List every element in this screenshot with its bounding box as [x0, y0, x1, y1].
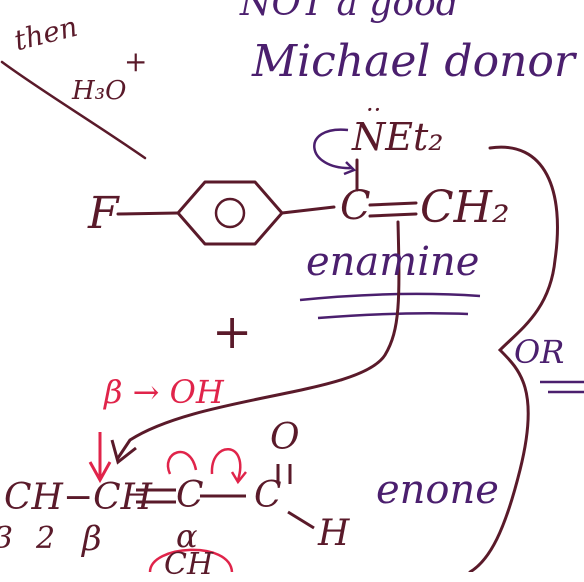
red-down-arrowhead — [88, 461, 112, 484]
h3o-label: H₃O — [72, 76, 127, 106]
enone-hydrogen: H — [318, 513, 350, 554]
attack-arrow — [116, 220, 401, 460]
enone-alpha-carbon: C — [176, 475, 204, 516]
enamine-underline-2 — [317, 311, 469, 320]
fluorine-label: F — [88, 188, 119, 239]
red-circle-partial — [148, 548, 234, 572]
h3o-plus: + — [124, 45, 148, 78]
alpha-marker: α — [176, 517, 198, 555]
ch2-label: CH₂ — [420, 182, 510, 233]
or-label: OR — [514, 333, 565, 371]
aromatic-circle — [214, 197, 246, 229]
enone-carbonyl-carbon: C — [254, 475, 282, 516]
enone-fragment-left: CH−CH — [4, 477, 153, 518]
attack-arrowhead — [110, 439, 137, 465]
michael-donor-label: Michael donor — [252, 36, 575, 87]
nitrogen-label: NEt₂ — [352, 115, 444, 159]
lone-pair-dots: ·· — [366, 96, 382, 124]
red-arrow-1 — [166, 450, 198, 475]
plus-sign: + — [212, 304, 253, 360]
double-bond-lower — [368, 212, 418, 218]
beta-to-oh-label: β → OH — [104, 373, 224, 411]
position-3: 3 — [0, 524, 13, 554]
f-bond — [116, 211, 180, 216]
enamine-underline-1 — [299, 292, 481, 302]
enone-label: enone — [376, 467, 499, 513]
lone-pair-arrowhead — [343, 161, 357, 176]
ring-c-bond — [280, 205, 336, 215]
enone-oxygen: O — [270, 417, 300, 458]
red-arrow-2 — [210, 448, 242, 481]
double-bond-upper — [368, 201, 418, 207]
alkene-carbon: C — [340, 183, 371, 229]
ch-bond — [287, 510, 315, 530]
ch-partial: CH — [164, 547, 214, 582]
lone-pair-arrow — [313, 128, 353, 170]
beta-marker: β — [82, 519, 102, 559]
or-brace — [468, 145, 559, 572]
divider-stroke — [0, 60, 147, 160]
benzene-ring — [176, 180, 284, 246]
position-2: 2 — [36, 521, 56, 556]
red-arrowhead-2 — [230, 471, 247, 485]
top-heading: NOT a good — [240, 0, 459, 24]
enamine-label: enamine — [306, 239, 480, 285]
